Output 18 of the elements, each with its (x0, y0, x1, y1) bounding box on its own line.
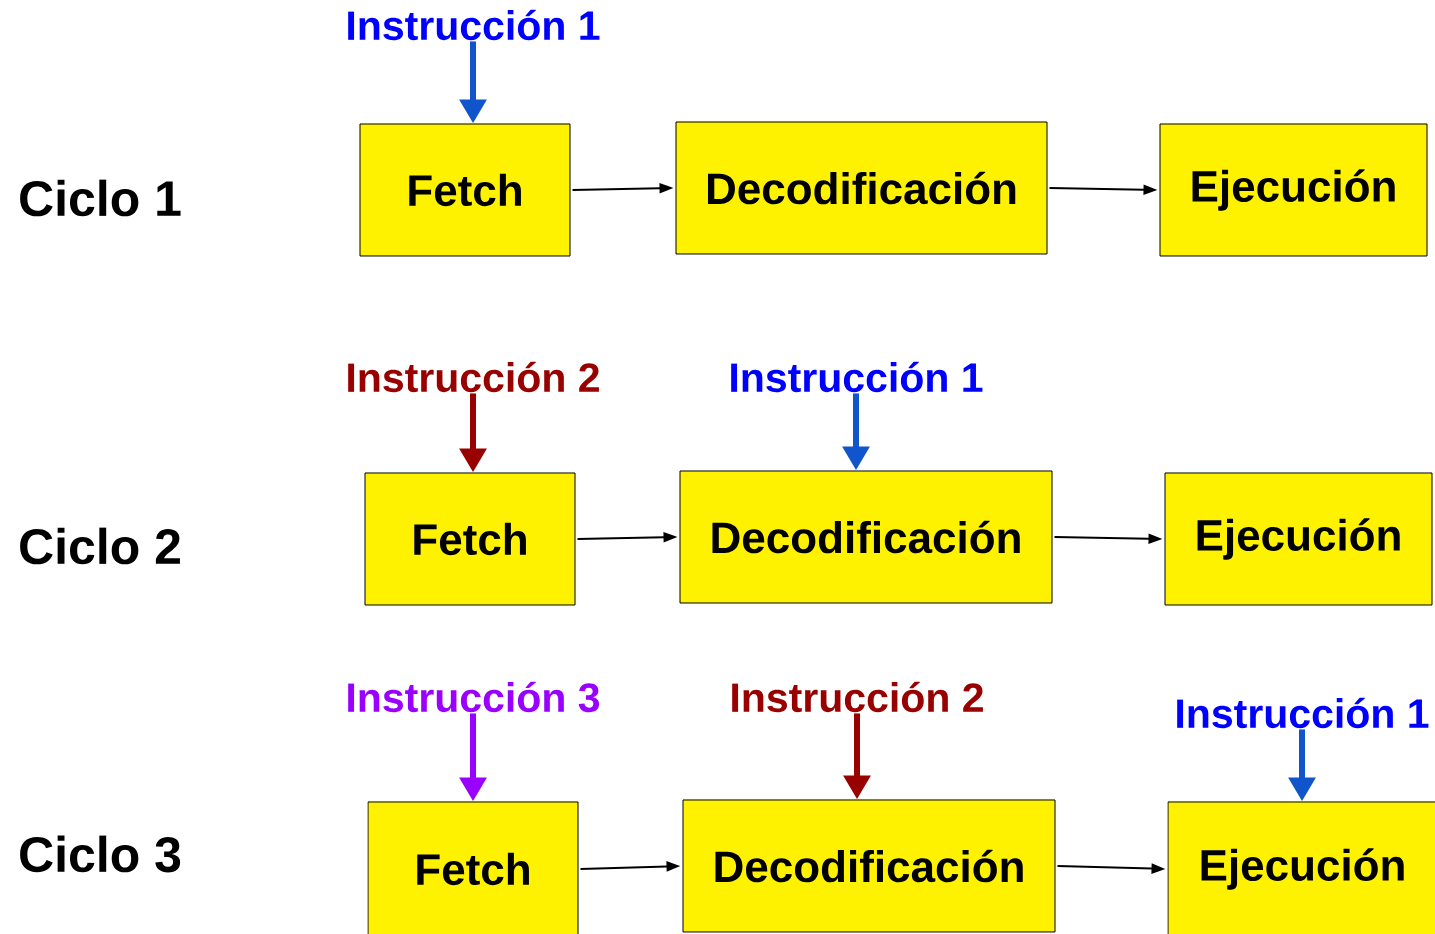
cycle-label: Ciclo 1 (20, 179, 181, 217)
instruction-label: Instrucción 2 (348, 361, 599, 393)
stage-box: Ejecución (1164, 472, 1433, 606)
cycle-label: Ciclo 2 (20, 527, 180, 565)
stage-box: Fetch (367, 801, 579, 934)
instruction-label: Instrucción 1 (1177, 697, 1429, 729)
instruction-label: Instrucción 2 (732, 681, 983, 713)
instruction-label: Instrucción 3 (348, 681, 600, 713)
instruction-label: Instrucción 1 (731, 361, 983, 393)
stage-box: Ejecución (1159, 123, 1428, 257)
cycle-label: Ciclo 3 (20, 835, 181, 873)
stage-box: Decodificación (675, 121, 1048, 255)
stage-box: Fetch (359, 123, 571, 257)
stage-box: Ejecución (1167, 801, 1435, 934)
instruction-label: Instrucción 1 (348, 9, 600, 41)
stage-box: Decodificación (679, 470, 1053, 604)
stage-box: Decodificación (682, 799, 1056, 933)
stage-box: Fetch (364, 472, 576, 606)
